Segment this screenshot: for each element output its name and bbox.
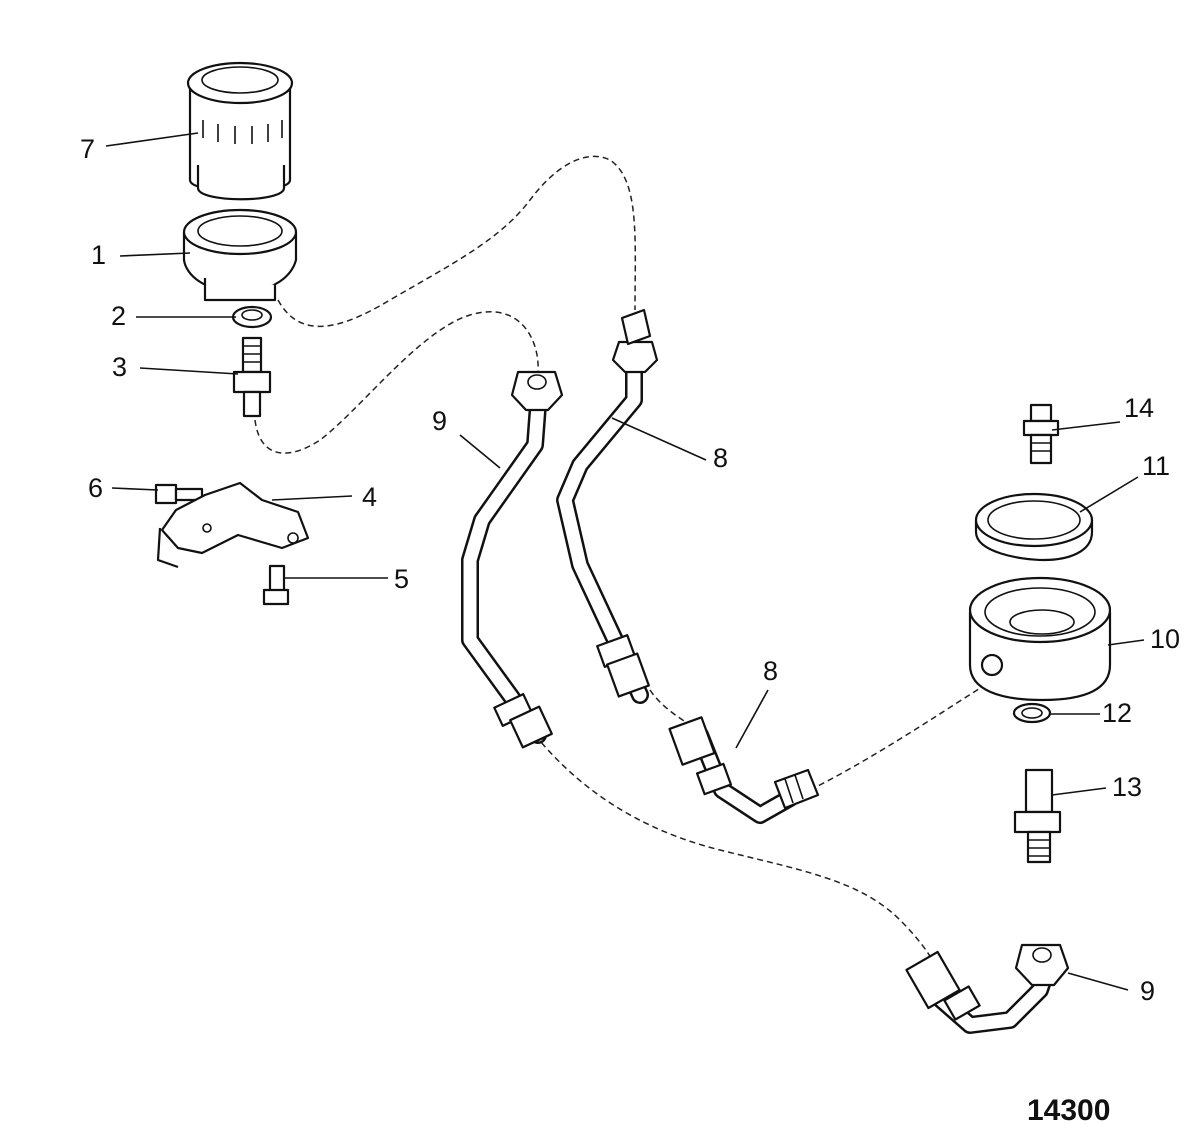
tube-part-8-upper — [556, 308, 659, 704]
callout-2: 2 — [111, 301, 127, 331]
sealing-ring-part-11 — [974, 492, 1094, 562]
callout-6: 6 — [88, 473, 104, 503]
callout-12: 12 — [1102, 698, 1133, 728]
leader-lines — [105, 132, 1145, 991]
callout-9-upper: 9 — [432, 406, 448, 436]
callout-8-lower: 8 — [763, 656, 779, 686]
callout-4: 4 — [362, 482, 378, 512]
dashed-route-lines — [254, 155, 986, 966]
drawing-number: 14300 — [1027, 1094, 1111, 1125]
filter-adapter-part-1 — [182, 208, 298, 302]
callout-11: 11 — [1142, 451, 1171, 481]
callout-9-lower: 9 — [1140, 976, 1156, 1006]
washer-part-2 — [231, 305, 273, 329]
fitting-part-14 — [1022, 403, 1060, 465]
bolt-part-5 — [262, 564, 290, 606]
tube-part-8-lower — [668, 716, 820, 824]
callout-3: 3 — [112, 352, 128, 382]
callout-8-upper: 8 — [713, 443, 729, 473]
callout-1: 1 — [91, 240, 107, 270]
callout-13: 13 — [1112, 772, 1143, 802]
oil-filter-part-7 — [186, 61, 294, 201]
callout-5: 5 — [394, 564, 410, 594]
callout-7: 7 — [80, 134, 96, 164]
fitting-part-3 — [232, 336, 272, 418]
fitting-part-13 — [1013, 768, 1062, 864]
washer-part-12 — [1012, 702, 1052, 724]
bracket-part-4 — [156, 481, 310, 569]
tube-part-9-lower — [905, 943, 1070, 1034]
bolt-part-6 — [154, 483, 204, 505]
adapter-body-part-10 — [968, 576, 1112, 702]
callout-14: 14 — [1124, 393, 1155, 423]
callout-10: 10 — [1150, 624, 1181, 654]
tube-part-9-upper — [461, 370, 564, 749]
